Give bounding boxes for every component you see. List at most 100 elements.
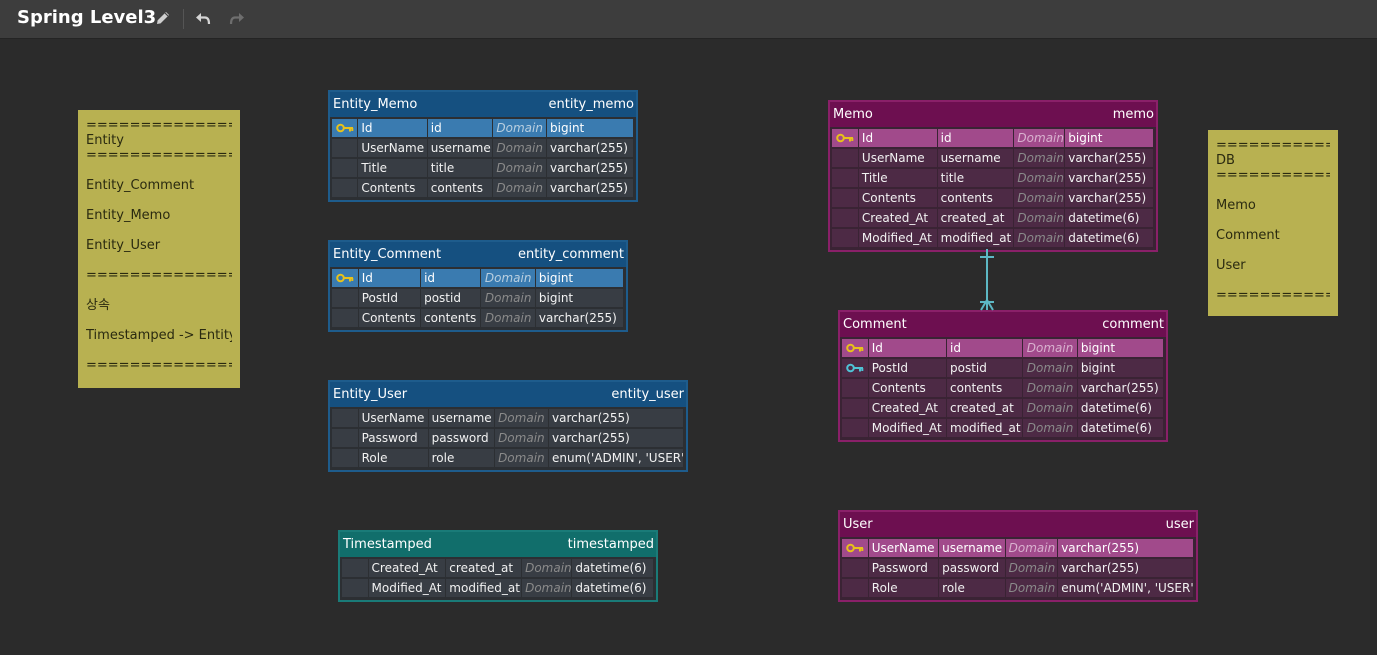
column-db-name: postid	[421, 289, 481, 307]
table-db-name: entity_comment	[518, 247, 624, 262]
key-icon	[832, 129, 858, 147]
undo-icon[interactable]	[192, 7, 214, 29]
column-type: datetime(6)	[1065, 229, 1153, 247]
note-line: User	[1216, 258, 1246, 273]
column-db-name: password	[939, 559, 1005, 577]
column-type: datetime(6)	[1077, 419, 1163, 437]
note-line: =============	[1216, 288, 1330, 303]
column-type: varchar(255)	[1077, 379, 1163, 397]
column-domain: Domain	[481, 289, 535, 307]
column-db-name: title	[937, 169, 1014, 187]
pencil-icon[interactable]	[152, 7, 174, 29]
table-name: Entity_Memo	[333, 97, 418, 112]
note-spacer	[86, 343, 232, 358]
column-type: datetime(6)	[1077, 399, 1163, 417]
column-name: Modified_At	[868, 419, 946, 437]
note-spacer	[1216, 243, 1330, 258]
note-line: Comment	[1216, 228, 1280, 243]
column-name: Modified_At	[368, 579, 446, 597]
note-line: =============	[1216, 168, 1330, 183]
column-type: bigint	[1065, 129, 1153, 147]
key-slot	[832, 189, 858, 207]
column-type: datetime(6)	[1065, 209, 1153, 227]
column-db-name: modified_at	[446, 579, 522, 597]
key-slot	[842, 379, 868, 397]
note-line: ==================	[86, 118, 232, 133]
column-domain: Domain	[1014, 169, 1065, 187]
table-name: Entity_User	[333, 387, 408, 402]
key-slot	[842, 579, 868, 597]
column-type: bigint	[547, 119, 633, 137]
column-name: Id	[858, 129, 937, 147]
note-db[interactable]: =============DB=============MemoCommentU…	[1208, 130, 1338, 316]
key-slot	[332, 139, 358, 157]
column-type: varchar(255)	[547, 179, 633, 197]
column-domain: Domain	[1014, 189, 1065, 207]
column-type: bigint	[1077, 339, 1163, 357]
redo-icon[interactable]	[226, 7, 248, 29]
diagram-canvas[interactable]: ==================Entity================…	[0, 39, 1377, 655]
foreign-key-icon	[842, 359, 868, 377]
column-type: varchar(255)	[1065, 149, 1153, 167]
column-domain: Domain	[1023, 339, 1077, 357]
table-header[interactable]: Entity_User entity_user	[330, 382, 686, 407]
table-db-name: entity_user	[611, 387, 684, 402]
column-type: varchar(255)	[1065, 169, 1153, 187]
note-entity[interactable]: ==================Entity================…	[78, 110, 240, 388]
column-db-name: modified_at	[937, 229, 1014, 247]
column-type: varchar(255)	[1058, 539, 1193, 557]
column-domain: Domain	[493, 159, 547, 177]
column-domain: Domain	[1023, 419, 1077, 437]
column-name: Id	[868, 339, 946, 357]
column-type: enum('ADMIN', 'USER')	[548, 449, 683, 467]
column-type: bigint	[535, 289, 623, 307]
column-db-name: username	[427, 139, 493, 157]
column-name: Contents	[868, 379, 946, 397]
table-name: Timestamped	[343, 537, 432, 552]
document-title[interactable]: Spring Level3	[17, 7, 157, 28]
column-name: Contents	[358, 309, 421, 327]
column-domain: Domain	[1023, 399, 1077, 417]
key-slot	[342, 579, 368, 597]
